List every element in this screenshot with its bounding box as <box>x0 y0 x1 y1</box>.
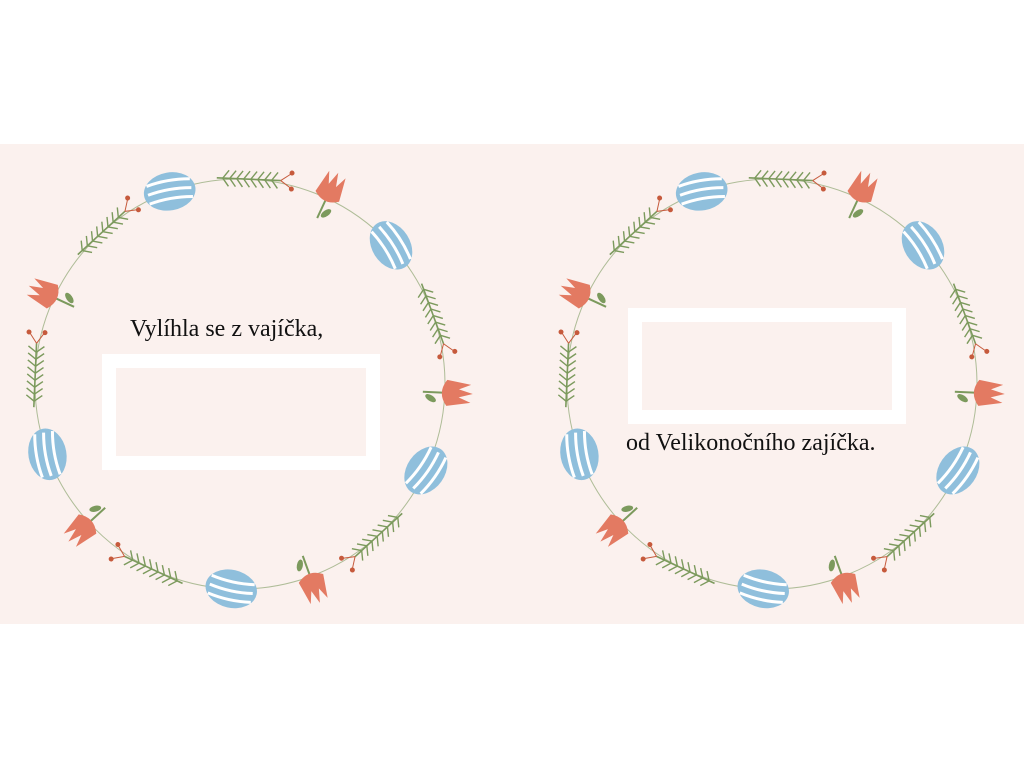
leaf-sprig-icon <box>216 169 295 192</box>
leaf-sprig-icon <box>609 195 673 256</box>
easter-wreath-right <box>557 169 1005 609</box>
easter-egg-icon <box>901 220 945 270</box>
tulip-icon <box>847 170 878 219</box>
leaf-sprig-icon <box>339 512 403 573</box>
tulip-icon <box>828 555 860 605</box>
tulip-icon <box>422 379 473 406</box>
leaf-sprig-icon <box>557 329 580 408</box>
easter-egg-icon <box>936 446 980 495</box>
tulip-icon <box>558 278 607 309</box>
easter-wreath-left <box>25 169 473 609</box>
easter-egg-icon <box>675 172 728 211</box>
leaf-sprig-icon <box>25 329 48 408</box>
tulip-icon <box>26 278 75 309</box>
leaf-sprig-icon <box>417 283 458 360</box>
easter-egg-icon <box>143 172 196 211</box>
tulip-icon <box>296 555 328 605</box>
leaf-sprig-icon <box>640 541 715 587</box>
easter-egg-icon <box>205 569 257 609</box>
leaf-sprig-icon <box>748 169 827 192</box>
leaf-sprig-icon <box>871 512 935 573</box>
tulip-icon <box>595 505 638 547</box>
greeting-text-left: Vylíhla se z vajíčka, <box>130 316 324 342</box>
easter-egg-icon <box>737 569 789 609</box>
leaf-sprig-icon <box>77 195 141 256</box>
easter-egg-icon <box>560 428 599 481</box>
easter-egg-icon <box>369 220 413 270</box>
name-placeholder-frame-right[interactable] <box>628 308 906 424</box>
greeting-card-strip: Vylíhla se z vajíčka, od Velikonočního z… <box>0 144 1024 624</box>
tulip-icon <box>63 505 106 547</box>
tulip-icon <box>954 379 1005 406</box>
easter-egg-icon <box>28 428 67 481</box>
card-panel-left: Vylíhla se z vajíčka, <box>0 144 512 624</box>
easter-egg-icon <box>404 446 448 495</box>
card-panel-right: od Velikonočního zajíčka. <box>532 144 1024 624</box>
tulip-icon <box>315 170 346 219</box>
leaf-sprig-icon <box>949 283 990 360</box>
greeting-text-right: od Velikonočního zajíčka. <box>626 430 876 456</box>
leaf-sprig-icon <box>108 541 183 587</box>
name-placeholder-frame-left[interactable] <box>102 354 380 470</box>
